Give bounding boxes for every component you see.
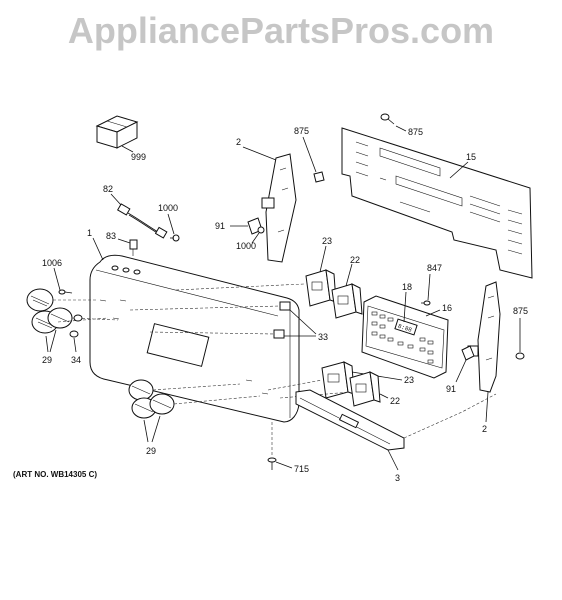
callout-22-upper: 22 [350, 255, 360, 265]
callout-34: 34 [71, 355, 81, 365]
part-2-end-cap-right[interactable] [467, 281, 501, 393]
part-29-knob-f[interactable] [149, 393, 175, 415]
callout-15: 15 [466, 152, 476, 162]
display-readout: 8:88 [397, 323, 413, 334]
part-15-rear-panel[interactable] [341, 127, 533, 279]
callout-83: 83 [106, 231, 116, 241]
part-875-screw-top[interactable] [380, 113, 395, 125]
callout-91-left: 91 [215, 221, 225, 231]
part-16-control-board[interactable]: 8:88 [361, 295, 449, 379]
part-1006-screw[interactable] [58, 289, 73, 295]
part-999-box[interactable] [95, 115, 139, 149]
callout-1: 1 [87, 228, 92, 238]
part-83-connector[interactable] [129, 239, 138, 256]
part-22-switch-lower[interactable] [349, 371, 381, 407]
art-number: (ART NO. WB14305 C) [13, 470, 97, 479]
part-1-control-panel[interactable] [89, 254, 300, 423]
callout-1000-left: 1000 [158, 203, 178, 213]
callout-715: 715 [294, 464, 309, 474]
callout-3: 3 [395, 473, 400, 483]
part-23-switch-upper[interactable] [305, 269, 337, 307]
part-91-clip-right[interactable] [461, 345, 475, 361]
part-3-trim-bar[interactable] [295, 389, 405, 451]
callout-2-right: 2 [482, 424, 487, 434]
part-1000-screw-left[interactable] [170, 234, 180, 242]
part-2-end-cap-left[interactable] [261, 153, 297, 263]
callout-875-top: 875 [408, 127, 423, 137]
part-29-knob-c[interactable] [47, 307, 73, 329]
keypad-buttons[interactable] [371, 311, 434, 364]
part-23-switch-lower[interactable] [321, 361, 355, 399]
callout-29-lower: 29 [146, 446, 156, 456]
part-82-wire-harness[interactable] [116, 203, 168, 239]
part-1000-screw-right[interactable] [257, 226, 265, 234]
callout-875-upper: 875 [294, 126, 309, 136]
part-29-knob-d[interactable] [128, 379, 154, 401]
part-33-switch-a[interactable] [279, 301, 291, 311]
part-875-screw-right[interactable] [515, 352, 525, 360]
callout-847: 847 [427, 263, 442, 273]
callout-16: 16 [442, 303, 452, 313]
callout-1000-right: 1000 [236, 241, 256, 251]
part-33-switch-b[interactable] [273, 329, 285, 339]
callout-82: 82 [103, 184, 113, 194]
callout-999: 999 [131, 152, 146, 162]
part-34-clip[interactable] [69, 314, 83, 338]
watermark-logo: AppliancePartsPros.com [67, 10, 495, 51]
part-847-screw[interactable] [421, 300, 431, 306]
callout-33: 33 [318, 332, 328, 342]
part-715-screw[interactable] [267, 457, 277, 470]
callout-23-lower: 23 [404, 375, 414, 385]
part-875-clip-upper[interactable] [313, 171, 325, 183]
callout-91-right: 91 [446, 384, 456, 394]
callout-29-upper: 29 [42, 355, 52, 365]
callout-18: 18 [402, 282, 412, 292]
callout-1006: 1006 [42, 258, 62, 268]
callout-22-lower: 22 [390, 396, 400, 406]
callout-875-right: 875 [513, 306, 528, 316]
callout-23-upper: 23 [322, 236, 332, 246]
part-22-switch-upper[interactable] [331, 283, 363, 319]
part-29-knob-a[interactable] [26, 288, 54, 312]
callout-2-left: 2 [236, 137, 241, 147]
